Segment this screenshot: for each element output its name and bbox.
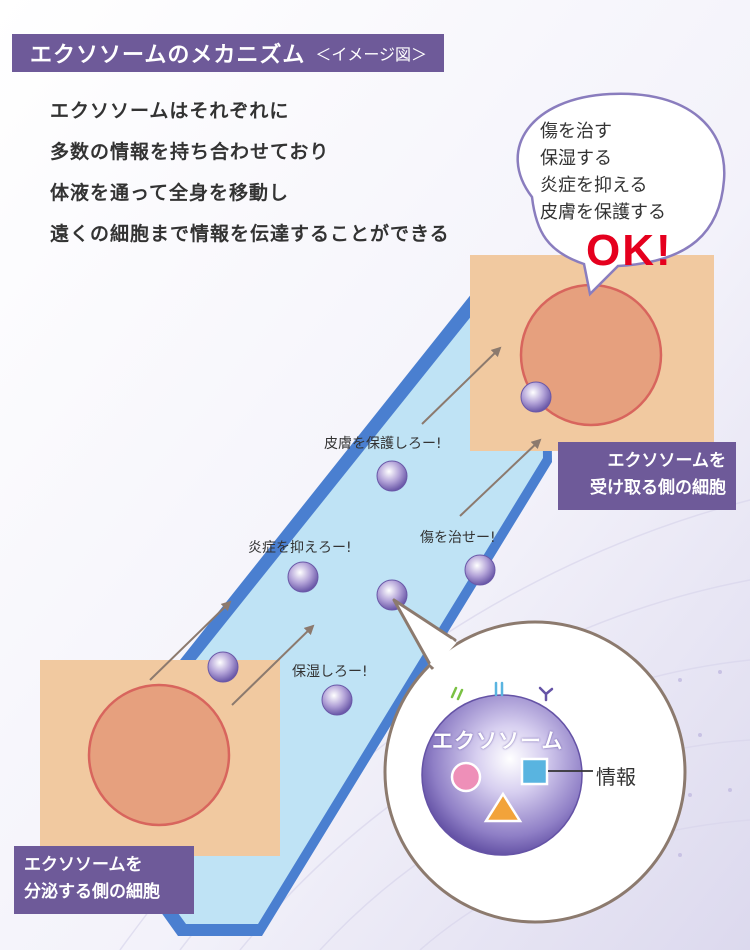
bubble-line-1: 傷を治す	[540, 121, 612, 142]
sender-cell	[87, 683, 231, 827]
exosome-particles	[207, 381, 552, 716]
title-bar: エクソソームのメカニズム ＜イメージ図＞	[12, 34, 444, 72]
info-triangle-shape	[483, 791, 523, 823]
zoom-pointer-join	[429, 639, 457, 668]
receptor-blue-icon	[494, 681, 504, 697]
message-inflammation: 炎症を抑えろー!	[248, 540, 352, 556]
intro-line-2: 多数の情報を持ち合わせており	[50, 141, 330, 163]
receptor-green-icon	[450, 686, 464, 701]
transfer-arrows	[149, 346, 542, 706]
bubble-line-3: 炎症を抑える	[540, 175, 648, 196]
intro-line-4: 遠くの細胞まで情報を伝達することができる	[50, 223, 450, 245]
message-moisture: 保湿しろー!	[292, 664, 368, 680]
speech-bubble	[516, 92, 726, 297]
exosome-label: エクソソーム	[432, 729, 564, 753]
page-subtitle: ＜イメージ図＞	[315, 45, 428, 64]
info-square-shape	[520, 757, 549, 786]
surface-receptors	[450, 681, 554, 702]
bubble-line-4: 皮膚を保護する	[540, 202, 666, 223]
receiver-cell-label: エクソソームを 受け取る側の細胞	[558, 442, 736, 510]
ok-text: OK!	[586, 226, 673, 275]
intro-line-3: 体液を通って全身を移動し	[50, 182, 290, 204]
message-heal: 傷を治せー!	[420, 530, 496, 546]
sender-label-line-1: エクソソームを	[24, 855, 143, 875]
receptor-purple-icon	[538, 686, 554, 702]
sender-label-line-2: 分泌する側の細胞	[24, 882, 160, 902]
info-label: 情報	[596, 765, 636, 789]
message-skin-protect: 皮膚を保護しろー!	[324, 436, 442, 452]
page-title: エクソソームのメカニズム	[30, 43, 306, 68]
info-circle-shape	[450, 761, 482, 793]
intro-line-1: エクソソームはそれぞれに	[50, 100, 290, 122]
large-exosome	[421, 694, 583, 856]
receiver-label-line-1: エクソソームを	[607, 451, 727, 471]
bubble-line-2: 保湿する	[540, 148, 612, 169]
receiver-label-line-2: 受け取る側の細胞	[590, 478, 726, 498]
sender-cell-label: エクソソームを 分泌する側の細胞	[14, 846, 194, 914]
